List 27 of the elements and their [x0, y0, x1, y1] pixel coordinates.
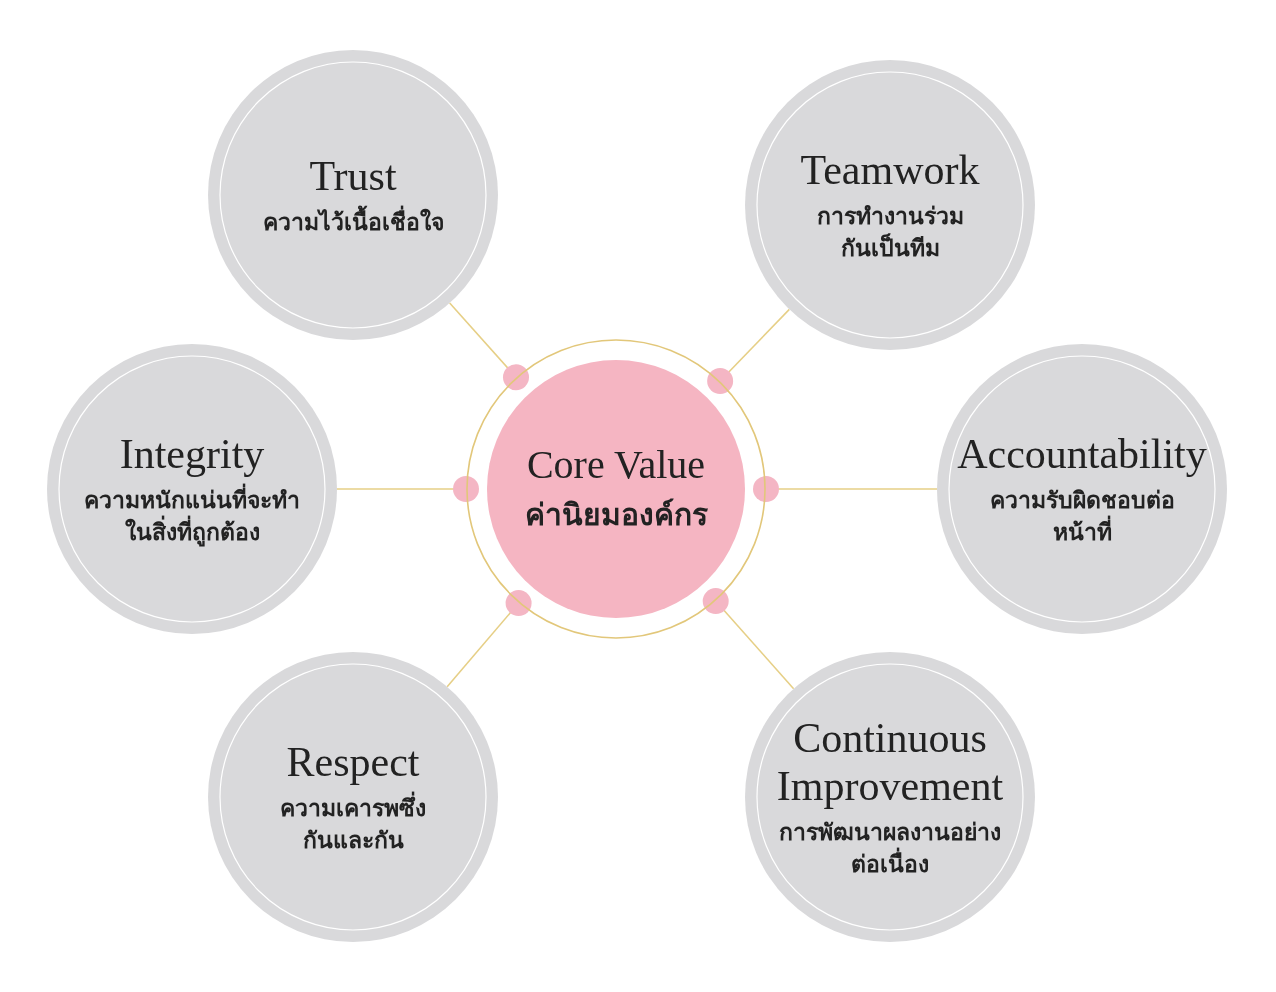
thai-description: ความเคารพซึ่งกันและกัน: [268, 791, 438, 857]
value-title: Trust: [309, 151, 397, 201]
value-circle: [745, 60, 1035, 350]
connector-line: [448, 302, 529, 391]
thai-description: การพัฒนาผลงานอย่างต่อเนื่อง: [778, 818, 1002, 880]
value-title: Teamwork: [800, 145, 980, 194]
center-circle: [466, 339, 766, 639]
value-circle: [937, 344, 1227, 634]
connector-line: [753, 476, 938, 502]
value-title: Continuous Improvement: [775, 713, 1005, 811]
connector-line: [336, 476, 479, 502]
connector-line: [702, 588, 795, 690]
connector-line: [707, 308, 791, 395]
value-title: Core Value: [526, 442, 706, 488]
thai-description: ค่านิยมองค์กร: [524, 496, 708, 534]
value-circle: [208, 652, 498, 942]
value-circle: [208, 50, 498, 340]
value-title: Respect: [286, 737, 420, 786]
thai-description: ความไว้เนื้อเชื่อใจ: [262, 206, 444, 239]
value-title: Integrity: [119, 429, 265, 478]
value-circle: [47, 344, 337, 634]
value-title: Accountability: [957, 429, 1207, 478]
thai-description: การทำงานร่วมกันเป็นทีม: [815, 201, 965, 264]
thai-description: ความหนักแน่นที่จะทำในสิ่งที่ถูกต้อง: [72, 483, 312, 549]
connector-line: [446, 590, 532, 688]
value-circle: [745, 652, 1035, 942]
thai-description: ความรับผิดชอบต่อหน้าที่: [988, 485, 1176, 548]
